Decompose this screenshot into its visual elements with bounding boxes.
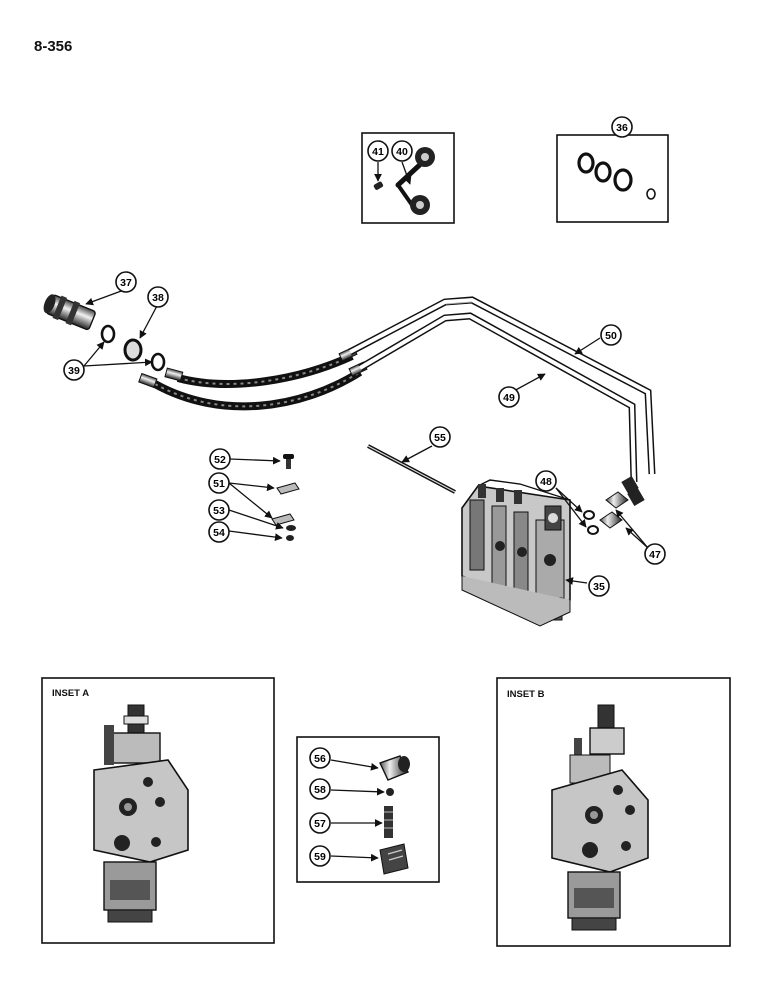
detail-box-lever [361,132,455,224]
svg-text:40: 40 [396,146,408,158]
detent-parts-box [296,736,440,883]
callout-35: 35 [588,575,610,597]
svg-text:57: 57 [314,818,326,830]
inset-b-label: INSET B [507,689,545,700]
hydraulic-hoses [138,346,368,411]
callout-48: 48 [535,470,557,492]
callout-53: 53 [208,499,230,521]
callout-37: 37 [115,271,137,293]
svg-text:49: 49 [503,392,515,404]
control-valve-part-35 [461,479,571,627]
inset-a-label: INSET A [52,688,90,699]
svg-text:51: 51 [213,478,225,490]
spring-part-57 [384,806,393,838]
callout-36: 36 [611,116,633,138]
svg-text:53: 53 [213,505,225,517]
inset-b-box [496,677,731,947]
svg-text:37: 37 [120,277,132,289]
callout-49: 49 [498,386,520,408]
callout-50: 50 [600,324,622,346]
svg-text:56: 56 [314,753,326,765]
tie-rod-part-55 [367,444,456,494]
callout-58: 58 [309,778,331,800]
svg-text:47: 47 [649,549,661,561]
svg-text:35: 35 [593,581,605,593]
leader-lines [83,161,649,862]
steel-tubes-part-49-50 [348,296,656,483]
callout-56: 56 [309,747,331,769]
callout-51: 51 [208,472,230,494]
page-number: 8-356 [34,38,73,55]
detent-part-59 [379,843,409,875]
callout-40: 40 [391,140,413,162]
svg-text:50: 50 [605,330,617,342]
svg-text:59: 59 [314,851,326,863]
svg-text:48: 48 [540,476,552,488]
inset-a-box [41,677,275,944]
callout-39: 39 [63,359,85,381]
callout-52: 52 [209,448,231,470]
svg-text:41: 41 [372,146,384,158]
inset-b-valve-section [551,704,649,931]
seal-rings-part-36 [577,152,656,200]
hardware-parts-51-54 [271,454,300,541]
seal-ring-part-38 [123,338,143,362]
svg-text:52: 52 [214,454,226,466]
cap-part-56 [379,755,410,781]
detail-box-seal-kit [556,134,669,223]
callout-41: 41 [367,140,389,162]
svg-text:55: 55 [434,432,446,444]
callout-55: 55 [429,426,451,448]
orings-part-48 [583,510,599,535]
svg-text:58: 58 [314,784,326,796]
ball-part-58 [386,788,394,796]
callout-57: 57 [309,812,331,834]
pin-part-41 [373,181,384,190]
callout-38: 38 [147,286,169,308]
quick-coupler-part-37 [43,294,96,331]
svg-text:39: 39 [68,365,80,377]
callout-59: 59 [309,845,331,867]
inset-a-valve-section [93,704,189,923]
fittings-part-47 [599,475,645,529]
svg-text:54: 54 [213,527,225,539]
callout-47: 47 [644,543,666,565]
svg-text:36: 36 [616,122,628,134]
svg-text:38: 38 [152,292,164,304]
lever-part-40 [395,147,435,215]
callout-54: 54 [208,521,230,543]
